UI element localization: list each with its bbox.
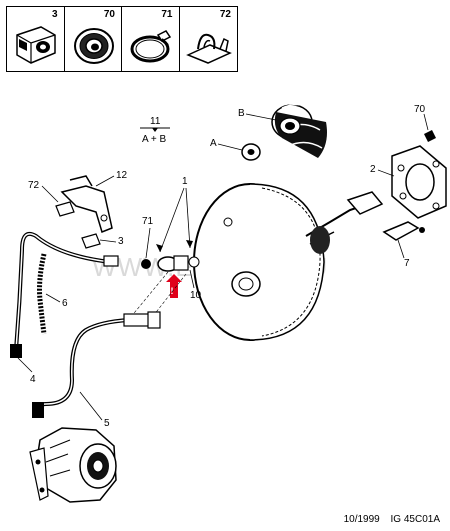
callout-5: 5 — [104, 418, 110, 429]
footer-code: IG 45C01A — [390, 514, 440, 525]
part-number: 72 — [219, 9, 231, 20]
bellows-boot[interactable] — [271, 103, 327, 158]
callout-10: 10 — [190, 290, 202, 301]
callout-3: 3 — [118, 236, 124, 247]
callout-11-group: 11 A + B — [140, 116, 170, 145]
part-cell-72[interactable]: 72 — [180, 7, 238, 71]
mounting-bracket[interactable] — [55, 175, 113, 234]
callout-2: 2 — [370, 164, 376, 175]
grommet-70[interactable] — [424, 130, 436, 142]
clip-3[interactable] — [81, 233, 101, 249]
drawing-footer: 10/1999 IG 45C01A — [336, 514, 440, 525]
pushrod-fork[interactable] — [382, 221, 425, 241]
gasket-plate[interactable] — [391, 145, 447, 219]
part-cell-71[interactable]: 71 — [122, 7, 180, 71]
callout-72: 72 — [28, 180, 40, 191]
part-number: 71 — [161, 9, 173, 20]
vacuum-pump[interactable] — [29, 427, 117, 503]
callout-7: 7 — [404, 258, 410, 269]
brake-booster[interactable] — [193, 183, 384, 341]
clip-block-icon — [16, 26, 56, 64]
callout-70: 70 — [414, 104, 426, 115]
part-number: 70 — [103, 9, 115, 20]
svg-text:!: ! — [171, 286, 174, 296]
callout-11: 11 — [150, 116, 161, 127]
footer-date: 10/1999 — [343, 514, 380, 525]
corrugated-sleeve[interactable] — [37, 253, 47, 335]
callout-1: 1 — [182, 176, 188, 187]
callout-6: 6 — [62, 298, 68, 309]
callout-A: A — [210, 138, 217, 149]
part-cell-3[interactable]: 3 — [7, 7, 65, 71]
parts-strip: 3 70 71 72 — [6, 6, 238, 72]
check-valve[interactable] — [141, 255, 200, 272]
washer-ring[interactable] — [241, 143, 261, 161]
grommet-ring-icon — [73, 28, 114, 64]
part-cell-70[interactable]: 70 — [65, 7, 122, 71]
callout-12: 12 — [116, 170, 128, 181]
hose-clamp-icon — [130, 30, 172, 63]
vacuum-hose-5[interactable] — [32, 311, 161, 418]
pipe-clip-icon — [185, 33, 232, 64]
callout-B: B — [238, 108, 245, 119]
callout-4: 4 — [30, 374, 36, 385]
callout-11-sub: A + B — [142, 134, 167, 145]
warning-arrow-icon: ! — [166, 274, 182, 298]
part-number: 3 — [51, 9, 58, 20]
vacuum-hose-4[interactable] — [10, 231, 119, 358]
callout-71: 71 — [142, 216, 154, 227]
